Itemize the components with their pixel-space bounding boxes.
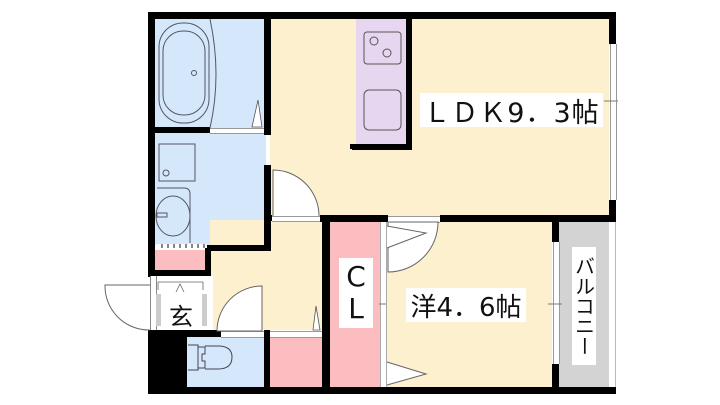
wall-closet-left [322, 215, 330, 390]
window-ldk [610, 44, 617, 200]
toilet-icon [188, 344, 233, 371]
wall-right-top [609, 12, 616, 44]
wall-ldk-bottom-b [320, 215, 388, 222]
wall-balcony-bottom [552, 364, 559, 389]
door-marker-icon [251, 99, 263, 128]
wall-bottom [148, 387, 616, 394]
entrance-label: 玄 [166, 300, 196, 331]
balcony-rail [609, 222, 616, 387]
wall-top [148, 12, 616, 19]
ldk-door[interactable] [272, 216, 320, 222]
closet-label: C L [339, 258, 373, 328]
stove-icon [363, 31, 402, 65]
wash-basin-icon [155, 187, 191, 243]
door-marker-icon [312, 305, 321, 331]
wall-ldk-bottom-c [440, 215, 616, 222]
wall-bath-divider [264, 12, 271, 135]
bathroom [155, 19, 266, 129]
toilet-room [187, 337, 264, 387]
shoe-cabinet [155, 250, 205, 270]
wall-entrance-top [155, 270, 211, 276]
ldk-label: ＬＤＫ9．3帖 [420, 93, 603, 129]
balcony-label: バルコニー [572, 247, 596, 365]
entrance-door-swing-icon [104, 284, 151, 331]
sink-icon [363, 89, 402, 131]
wall-kitchen-right [406, 19, 412, 150]
wall-bath-wash [155, 127, 210, 133]
closet-label-c: C [346, 260, 366, 293]
wall-ldk-bottom-a [264, 215, 272, 221]
wall-balcony-top [552, 222, 559, 242]
wall-shoe-right [205, 250, 211, 272]
wash-bottom-hatch [157, 244, 207, 248]
washing-machine-icon [158, 143, 196, 182]
closet-door-marker-icon [386, 225, 428, 249]
wall-kitchen-bottom [352, 144, 412, 150]
wall-right-mid [609, 200, 616, 222]
door-swing-icon [272, 169, 320, 217]
kitchen-counter [356, 19, 408, 145]
wall-left [148, 12, 155, 277]
closet-label-l: L [348, 292, 364, 325]
bath-door[interactable] [210, 128, 264, 134]
closet-door-marker-icon [386, 361, 428, 386]
storage-room [270, 337, 322, 387]
storage-door[interactable] [270, 331, 322, 338]
wall-wash-divider [264, 165, 271, 245]
bathtub-icon [158, 18, 217, 129]
wall-left-lower [148, 330, 187, 394]
entrance-step-icon [156, 281, 207, 326]
wall-toilet-right [264, 330, 270, 390]
door-swing-icon [216, 285, 263, 332]
western-room-label: 洋4．6帖 [406, 288, 526, 323]
wall-toilet-top [148, 330, 221, 337]
wall-wash-bottom [205, 245, 271, 251]
window-western [553, 242, 560, 364]
